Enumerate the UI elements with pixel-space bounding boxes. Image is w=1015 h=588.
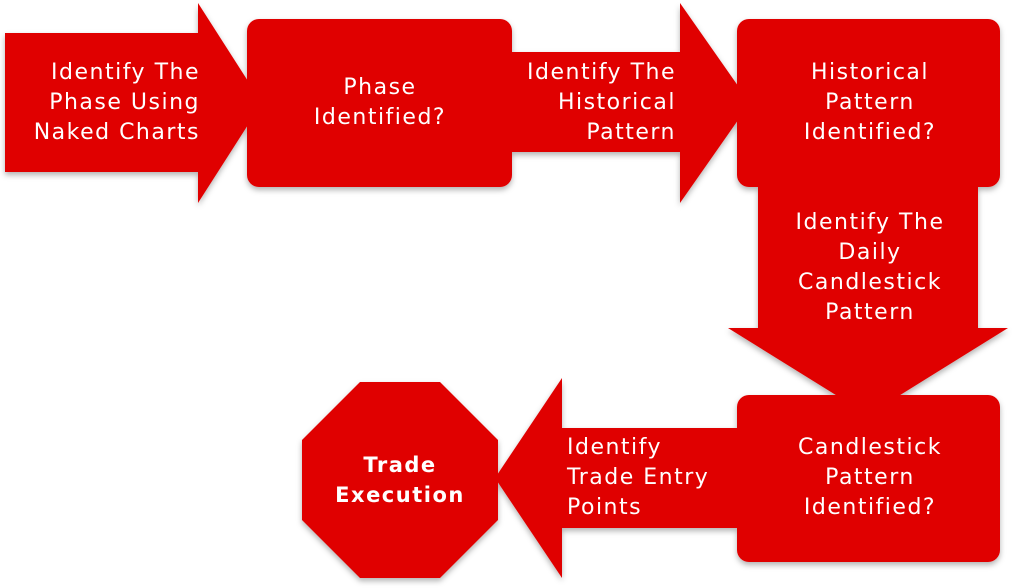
arrow-down-3	[728, 170, 1008, 415]
arrow-right-2	[505, 3, 750, 203]
end-label-trade-execution: Trade Execution	[335, 453, 465, 507]
decision-label-historical: Historical Pattern Identified?	[803, 59, 937, 145]
step-label-daily-candlestick: Identify The Daily Candlestick Pattern	[795, 209, 945, 325]
decision-box-historical	[737, 19, 1000, 187]
step-label-identify-phase: Identify The Phase Using Naked Charts	[33, 59, 200, 145]
arrow-left-4	[495, 378, 745, 578]
decision-box-candlestick	[737, 395, 1000, 562]
step-label-historical: Identify The Historical Pattern	[527, 59, 676, 145]
decision-box-phase	[247, 19, 512, 187]
step-label-entry-points: Identify Trade Entry Points	[567, 434, 710, 520]
decision-label-candlestick: Candlestick Pattern Identified?	[798, 434, 942, 520]
octagon-end	[302, 382, 498, 578]
decision-label-phase: Phase Identified?	[313, 74, 447, 130]
arrow-right-1	[5, 3, 262, 203]
